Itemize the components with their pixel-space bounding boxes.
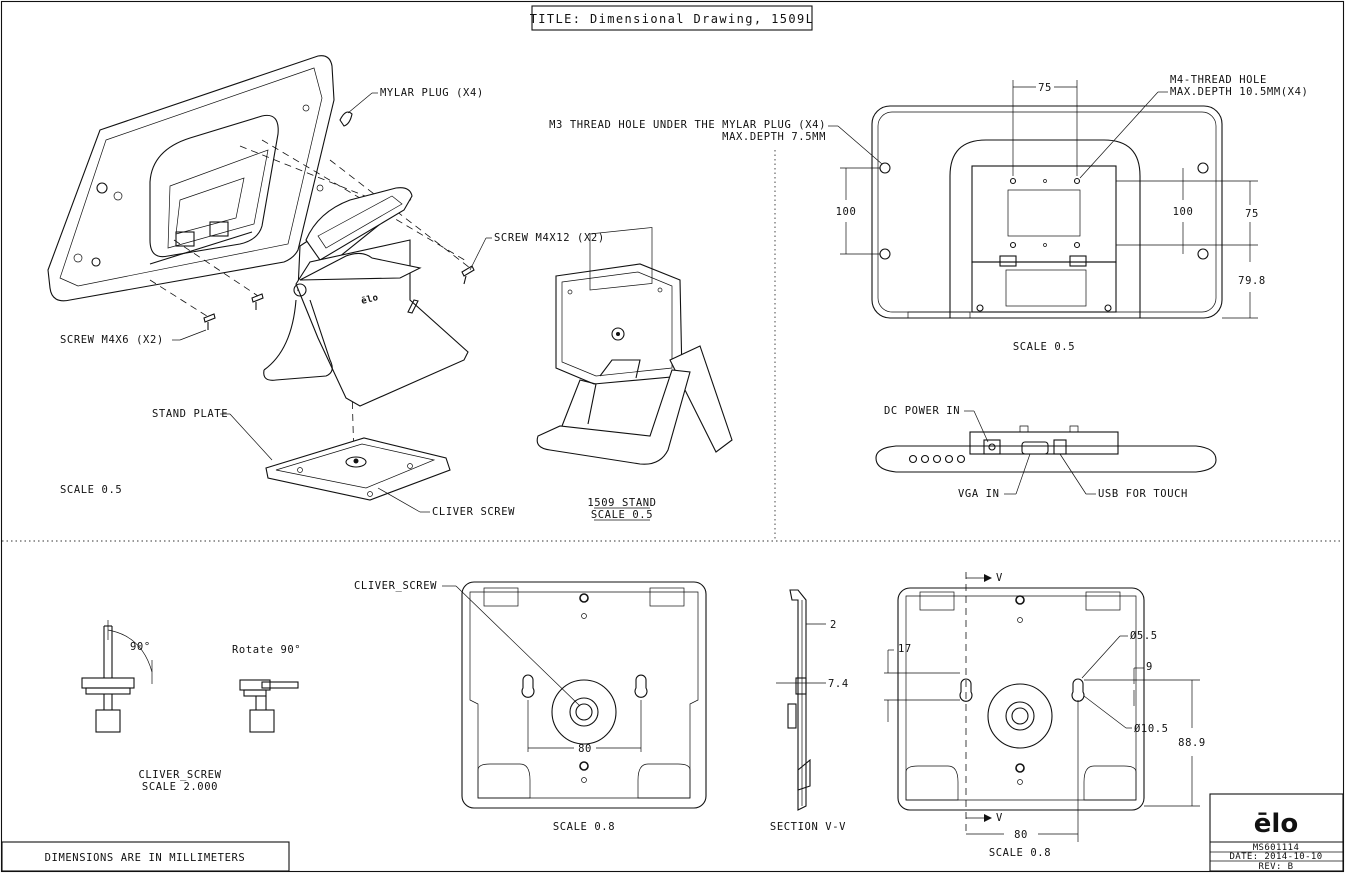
rear-outline	[871, 105, 1223, 319]
label-m3-thread-2: MAX.DEPTH 7.5MM	[722, 131, 826, 143]
label-cliver-screw-plate: CLIVER_SCREW	[354, 580, 437, 592]
rear-recess	[949, 139, 1141, 318]
stand-vesa-plate	[305, 187, 413, 261]
section-mark-bottom: V	[996, 812, 1003, 824]
dim-section-7-4: 7.4	[828, 678, 849, 690]
elo-logo: ēlo	[1254, 809, 1298, 839]
label-m3-thread-1: M3 THREAD HOLE UNDER THE MYLAR PLUG (X4)	[549, 119, 826, 131]
mylar-plug-icon	[339, 111, 353, 127]
stand-foot	[263, 299, 333, 381]
drawing-title: TITLE: Dimensional Drawing, 1509L	[530, 12, 815, 26]
dim-rear-75-right: 75	[1245, 208, 1259, 220]
stand-base	[536, 369, 691, 465]
section-vv-view: 2 7.4 SECTION V-V	[770, 589, 849, 833]
dim-section-2: 2	[830, 619, 837, 631]
label-dc-power-in: DC POWER IN	[884, 405, 960, 417]
label-screw-m4x6: SCREW M4X6 (X2)	[60, 334, 164, 346]
dim-plate-dia-5-5: Ø5.5	[1130, 630, 1158, 642]
stand-plate-left-view: 80 CLIVER_SCREW SCALE 0.8	[354, 580, 707, 833]
doc-date: DATE: 2014-10-10	[1229, 852, 1322, 862]
keyhole-slot-icon	[521, 674, 535, 698]
screw-m4x12-icon	[461, 265, 475, 285]
dim-plate-80-right: 80	[1014, 829, 1028, 841]
label-cliver-screw: CLIVER SCREW	[432, 506, 515, 518]
cliver-screw-hub	[551, 679, 617, 745]
stand-name: 1509 STAND	[587, 497, 656, 509]
dim-plate-9: 9	[1146, 661, 1153, 673]
label-vga-in: VGA IN	[958, 488, 1000, 500]
connector-view: DC POWER IN VGA IN USB FOR TOUCH	[875, 405, 1217, 500]
dim-rear-79-8: 79.8	[1238, 275, 1266, 287]
cliver-screw-detail: 90° Rotate 90° CLIVER_SCREW SCALE 2.000	[81, 620, 301, 793]
scale-cliver: SCALE 2.000	[142, 781, 218, 793]
monitor-recess	[149, 114, 279, 258]
assembled-stand-view: 1509 STAND SCALE 0.5	[536, 227, 733, 521]
plate-outline	[461, 581, 707, 809]
label-usb-for-touch: USB FOR TOUCH	[1098, 488, 1188, 500]
dc-power-port-icon	[983, 439, 1001, 455]
doc-rev: REV: B	[1259, 862, 1294, 872]
section-mark-top: V	[996, 572, 1003, 584]
dim-plate-80-left: 80	[578, 743, 592, 755]
vga-port-icon	[1021, 441, 1049, 455]
label-section-vv: SECTION V-V	[770, 821, 846, 833]
doc-number: MS601114	[1253, 843, 1300, 853]
scale-plate-left: SCALE 0.8	[553, 821, 615, 833]
svg-text:ēlo: ēlo	[360, 293, 379, 307]
scale-exploded: SCALE 0.5	[60, 484, 122, 496]
dim-rear-100-inner: 100	[1173, 206, 1194, 218]
label-m4-thread-2: MAX.DEPTH 10.5MM(X4)	[1170, 86, 1308, 98]
label-stand-plate: STAND PLATE	[152, 408, 228, 420]
label-angle-90: 90°	[130, 641, 151, 653]
screw-m4x6-icon	[203, 313, 216, 330]
label-mylar-plug: MYLAR PLUG (X4)	[380, 87, 484, 99]
label-rotate-90: Rotate 90°	[232, 644, 301, 656]
scale-plate-right: SCALE 0.8	[989, 847, 1051, 859]
stand-plate-right-view: V V 17 Ø5.5 9 Ø10.5 88.9 80 SCALE	[884, 572, 1206, 859]
dim-plate-17: 17	[898, 643, 912, 655]
title-box: TITLE: Dimensional Drawing, 1509L	[530, 5, 815, 31]
dim-plate-88-9: 88.9	[1178, 737, 1206, 749]
dimensions-note-text: DIMENSIONS ARE IN MILLIMETERS	[45, 852, 246, 864]
label-screw-m4x12: SCREW M4X12 (X2)	[494, 232, 605, 244]
dim-rear-75-top: 75	[1038, 82, 1052, 94]
title-block: ēlo MS601114 DATE: 2014-10-10 REV: B	[1209, 793, 1344, 872]
scale-stand: SCALE 0.5	[591, 509, 653, 521]
exploded-view: MYLAR PLUG (X4) SCREW M4X12 (X2) SCREW M…	[47, 55, 605, 518]
rear-view: 75 M4-THREAD HOLE MAX.DEPTH 10.5MM(X4) M…	[549, 74, 1308, 353]
dimensions-note: DIMENSIONS ARE IN MILLIMETERS	[1, 841, 290, 872]
stand-plate-outline	[265, 437, 451, 501]
label-m4-thread-1: M4-THREAD HOLE	[1170, 74, 1267, 86]
label-cliver-screw-detail: CLIVER_SCREW	[138, 769, 221, 781]
dim-rear-100-left: 100	[836, 206, 857, 218]
dim-plate-dia-10-5: Ø10.5	[1134, 723, 1169, 735]
scale-rear: SCALE 0.5	[1013, 341, 1075, 353]
